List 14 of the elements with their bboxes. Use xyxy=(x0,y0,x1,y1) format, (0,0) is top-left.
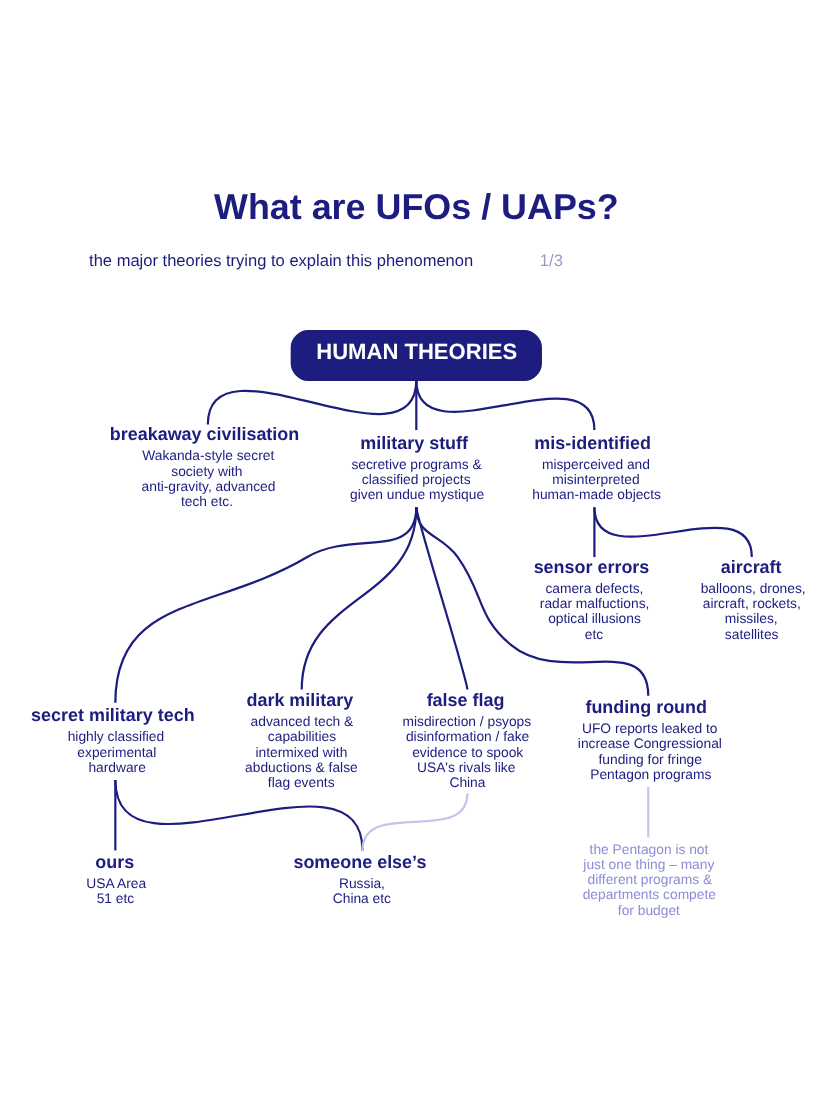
connector xyxy=(414,506,649,695)
connector xyxy=(299,506,417,689)
connector xyxy=(113,506,417,702)
connector xyxy=(592,506,752,557)
connector xyxy=(646,785,649,837)
connector xyxy=(360,791,468,850)
node-box: HUMAN THEORIES xyxy=(289,328,541,381)
connector xyxy=(414,379,595,430)
connector xyxy=(414,379,417,430)
connector xyxy=(113,779,116,850)
connector xyxy=(592,506,595,557)
connector xyxy=(414,506,468,689)
diagram-title: What are UFOs / UAPs? xyxy=(213,185,618,226)
connector xyxy=(113,778,363,850)
